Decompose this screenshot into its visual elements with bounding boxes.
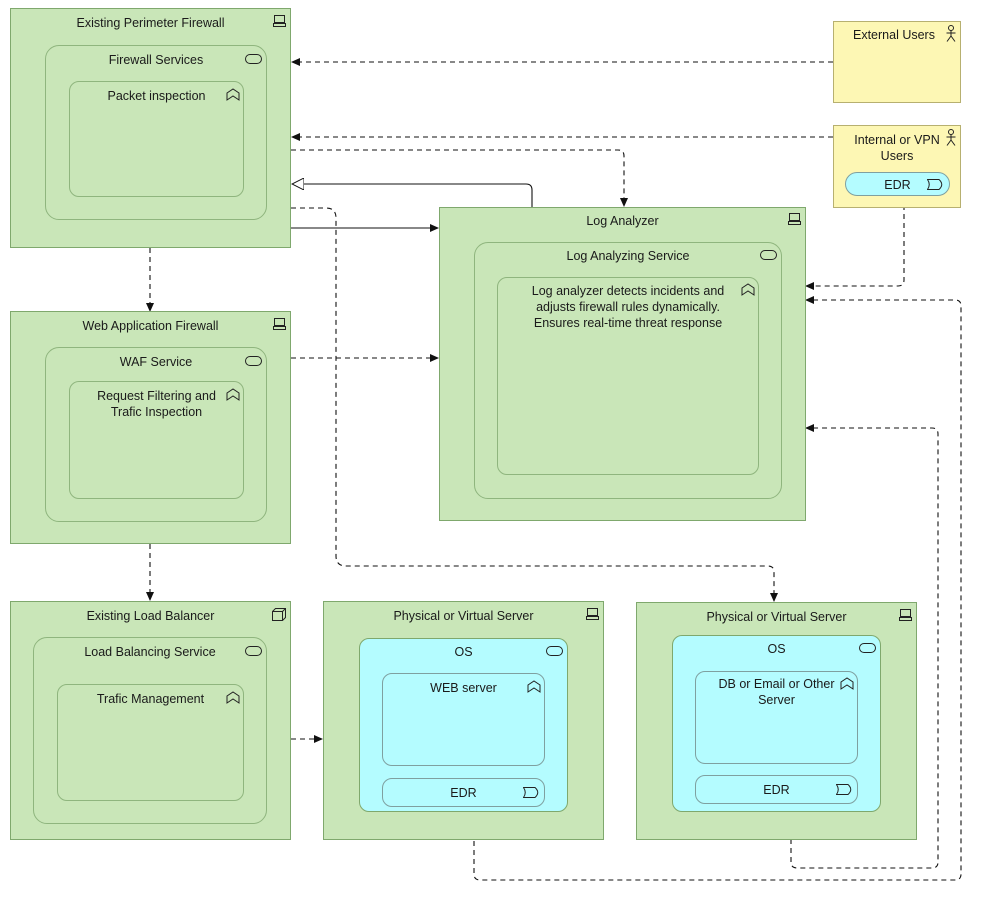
function-icon [527,680,541,693]
service-firewall-services[interactable]: Firewall Services Packet inspection [45,45,267,220]
function-title: Trafic Management [96,692,205,706]
node-title: Web Application Firewall [82,319,219,333]
device-icon [273,15,286,27]
function-icon [226,388,240,401]
service-icon [245,646,262,656]
os-title: OS [767,642,786,656]
realization-log-analyzer-to-firewall [292,184,533,208]
system-software-os-web[interactable]: OS WEB server EDR [359,638,568,812]
function-packet-inspection[interactable]: Packet inspection [69,81,244,197]
event-icon [835,784,854,795]
node-load-balancer[interactable]: Existing Load Balancer Load Balancing Se… [10,601,291,840]
service-log-analyzing[interactable]: Log Analyzing Service Log analyzer detec… [474,242,782,499]
function-request-filtering[interactable]: Request Filtering and Trafic Inspection [69,381,244,499]
function-title: Request Filtering and Trafic Inspection [97,389,216,419]
function-db-server[interactable]: DB or Email or Other Server [695,671,858,764]
edr-db[interactable]: EDR [695,775,858,804]
function-trafic-management[interactable]: Trafic Management [57,684,244,801]
service-waf-service[interactable]: WAF Service Request Filtering and Trafic… [45,347,267,522]
node-icon [272,608,286,621]
edr-web[interactable]: EDR [382,778,545,807]
flow-edr-db-to-log-analyzer [790,424,939,869]
node-server-db[interactable]: Physical or Virtual Server OS DB or Emai… [636,602,917,840]
service-icon [245,356,262,366]
event-icon [522,787,541,798]
flow-firewall-to-db-server [291,207,778,602]
system-software-os-db[interactable]: OS DB or Email or Other Server EDR [672,635,881,812]
actor-title: External Users [853,28,935,42]
node-title: Physical or Virtual Server [706,610,847,624]
device-icon [586,608,599,620]
service-title: Log Analyzing Service [566,249,690,263]
actor-title: Internal or VPN Users [854,133,940,163]
device-icon [273,318,286,330]
service-icon [859,643,876,653]
function-web-server[interactable]: WEB server [382,673,545,766]
node-title: Existing Perimeter Firewall [76,16,225,30]
service-icon [546,646,563,656]
flow-edr-web-to-log-analyzer [473,296,962,881]
os-title: OS [454,645,473,659]
function-icon [840,677,854,690]
service-title: Firewall Services [108,53,204,67]
edr-label: EDR [763,783,790,797]
node-perimeter-firewall[interactable]: Existing Perimeter Firewall Firewall Ser… [10,8,291,248]
actor-external-users[interactable]: External Users [833,21,961,103]
user-icon [946,25,956,42]
function-title: Packet inspection [107,89,206,103]
function-icon [226,88,240,101]
node-server-web[interactable]: Physical or Virtual Server OS WEB server… [323,601,604,840]
service-load-balancing[interactable]: Load Balancing Service Trafic Management [33,637,267,824]
event-icon [926,179,945,190]
node-title: Physical or Virtual Server [393,609,534,623]
device-icon [899,609,912,621]
node-web-application-firewall[interactable]: Web Application Firewall WAF Service Req… [10,311,291,544]
function-description: Log analyzer detects incidents and adjus… [531,284,725,330]
device-icon [788,213,801,225]
node-title: Log Analyzer [586,214,659,228]
function-log-analyzer-desc[interactable]: Log analyzer detects incidents and adjus… [497,277,759,475]
function-icon [226,691,240,704]
node-title: Existing Load Balancer [86,609,215,623]
function-title: WEB server [430,681,497,695]
edr-internal[interactable]: EDR [845,172,950,196]
service-icon [245,54,262,64]
service-icon [760,250,777,260]
actor-internal-users[interactable]: Internal or VPN Users EDR [833,125,961,208]
function-icon [741,283,755,296]
service-title: Load Balancing Service [84,645,216,659]
flow-edr-internal-to-log-analyzer [805,196,905,290]
function-title: DB or Email or Other Server [718,677,835,707]
user-icon [946,129,956,146]
edr-label: EDR [450,786,477,800]
flow-firewall-to-log-analyzer [291,149,628,207]
service-title: WAF Service [119,355,193,369]
node-log-analyzer[interactable]: Log Analyzer Log Analyzing Service Log a… [439,207,806,521]
edr-label: EDR [884,178,911,192]
